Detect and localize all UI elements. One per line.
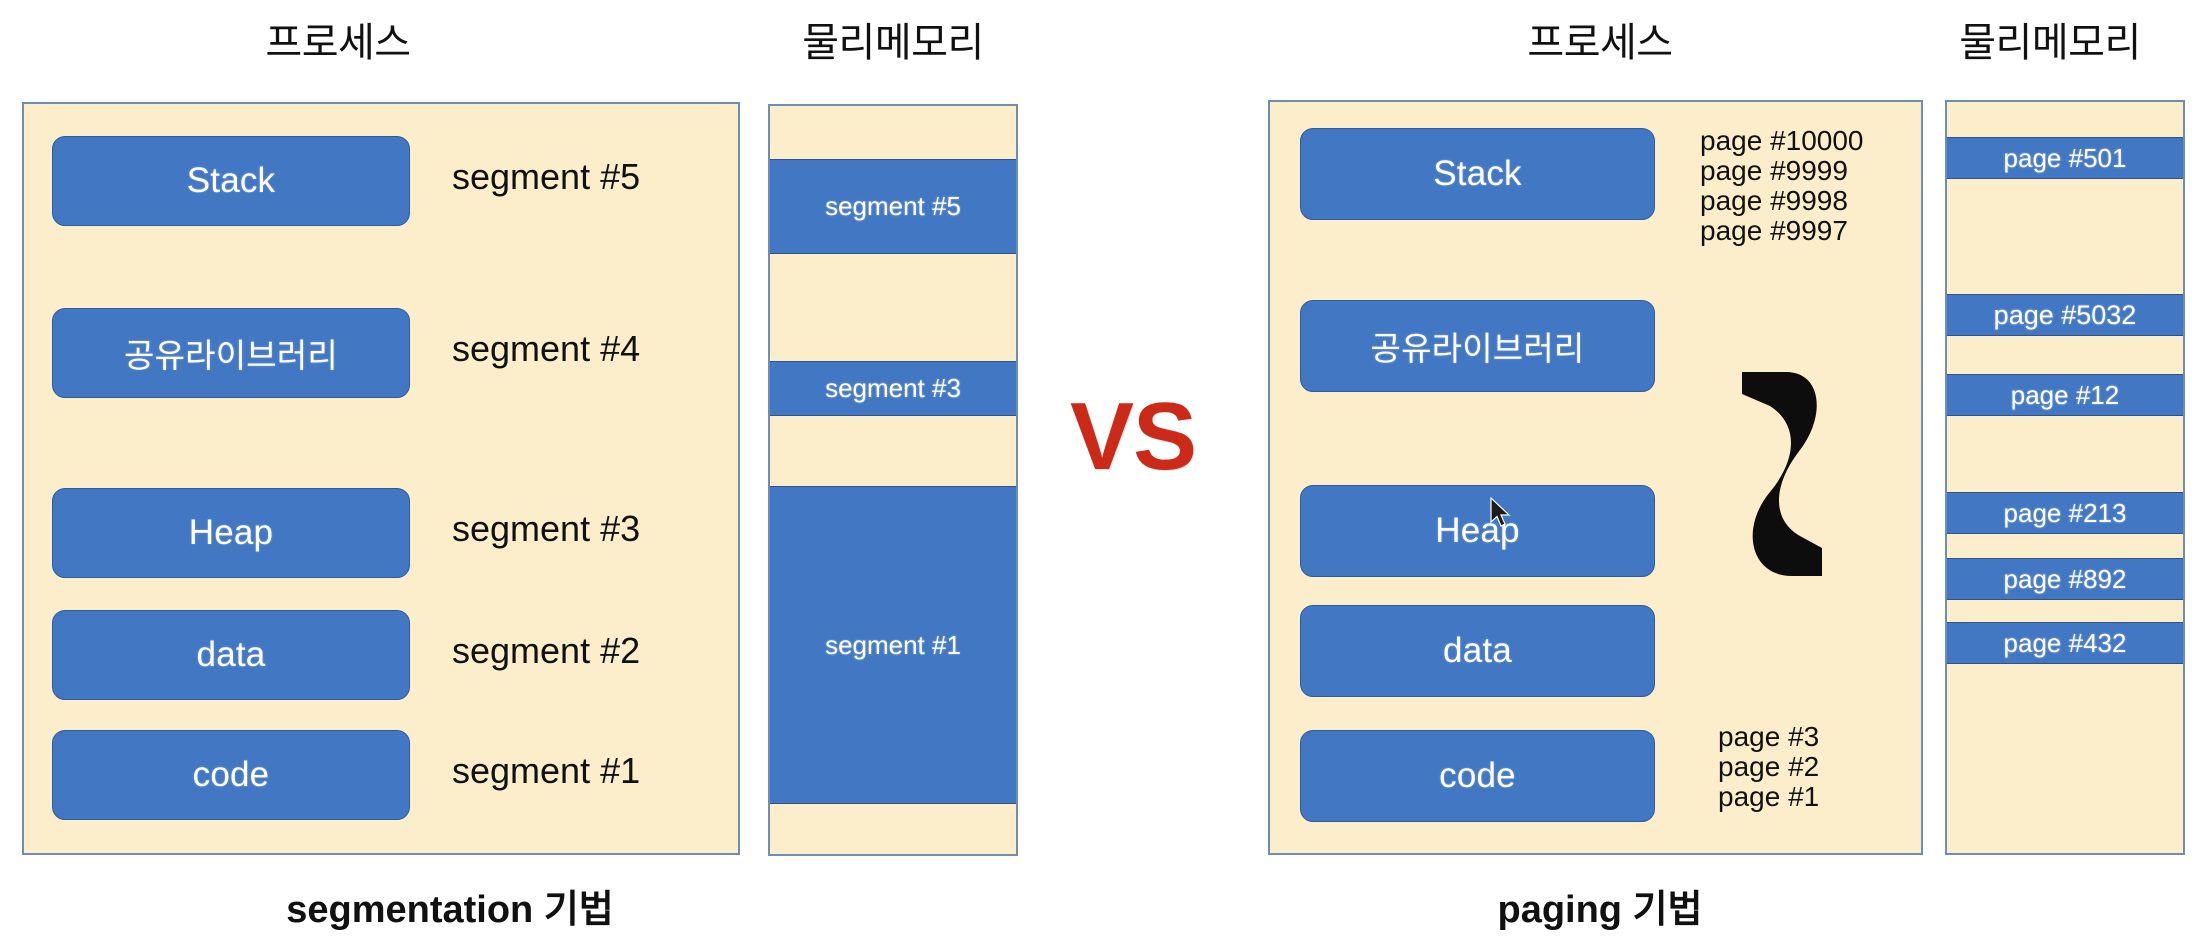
heading-left-process: 프로세스 bbox=[265, 21, 411, 65]
caption-segmentation: segmentation 기법 bbox=[286, 889, 614, 931]
vs-divider-label: VS bbox=[1070, 383, 1197, 490]
segmentation-label-3: segment #3 bbox=[452, 508, 641, 549]
heading-right-memory: 물리메모리 bbox=[1959, 21, 2141, 65]
memory-block-segment-5[interactable]: segment #5 bbox=[770, 159, 1016, 254]
memory-block-page-12[interactable]: page #12 bbox=[1947, 374, 2183, 416]
segmentation-box-data[interactable]: data bbox=[52, 610, 410, 700]
segmentation-process-panel bbox=[22, 102, 740, 855]
segmentation-label-1: segment #1 bbox=[452, 750, 641, 791]
paging-stack-page-list: page #10000 page #9999 page #9998 page #… bbox=[1700, 126, 1864, 246]
segmentation-label-5: segment #5 bbox=[452, 156, 641, 197]
paging-code-page-list: page #3 page #2 page #1 bbox=[1718, 722, 1819, 812]
heading-right-process: 프로세스 bbox=[1527, 21, 1673, 65]
segmentation-box-shared-library[interactable]: 공유라이브러리 bbox=[52, 308, 410, 398]
paging-box-stack[interactable]: Stack bbox=[1300, 128, 1655, 220]
code-page-item: page #2 bbox=[1718, 751, 1820, 782]
paging-box-heap[interactable]: Heap bbox=[1300, 485, 1655, 577]
stack-page-item: page #9999 bbox=[1700, 155, 1848, 186]
heading-left-memory: 물리메모리 bbox=[802, 21, 984, 65]
code-page-item: page #3 bbox=[1718, 721, 1820, 752]
paging-box-data[interactable]: data bbox=[1300, 605, 1655, 697]
stack-page-item: page #10000 bbox=[1700, 125, 1864, 156]
memory-block-page-213[interactable]: page #213 bbox=[1947, 492, 2183, 534]
stack-page-item: page #9997 bbox=[1700, 215, 1848, 246]
segmentation-box-code[interactable]: code bbox=[52, 730, 410, 820]
memory-block-page-5032[interactable]: page #5032 bbox=[1947, 294, 2183, 336]
segmentation-label-2: segment #2 bbox=[452, 630, 641, 671]
code-page-item: page #1 bbox=[1718, 781, 1820, 812]
segmentation-box-stack[interactable]: Stack bbox=[52, 136, 410, 226]
memory-block-page-892[interactable]: page #892 bbox=[1947, 558, 2183, 600]
memory-block-segment-3[interactable]: segment #3 bbox=[770, 361, 1016, 416]
segmentation-label-4: segment #4 bbox=[452, 328, 641, 369]
caption-paging: paging 기법 bbox=[1497, 889, 1703, 931]
memory-block-page-501[interactable]: page #501 bbox=[1947, 137, 2183, 179]
paging-memory-column: page #501 page #5032 page #12 page #213 … bbox=[1945, 100, 2185, 855]
paging-box-shared-library[interactable]: 공유라이브러리 bbox=[1300, 300, 1655, 392]
segmentation-memory-column: segment #5 segment #3 segment #1 bbox=[768, 104, 1018, 856]
segmentation-box-heap[interactable]: Heap bbox=[52, 488, 410, 578]
stack-page-item: page #9998 bbox=[1700, 185, 1848, 216]
memory-block-segment-1[interactable]: segment #1 bbox=[770, 486, 1016, 804]
paging-box-code[interactable]: code bbox=[1300, 730, 1655, 822]
memory-block-page-432[interactable]: page #432 bbox=[1947, 622, 2183, 664]
